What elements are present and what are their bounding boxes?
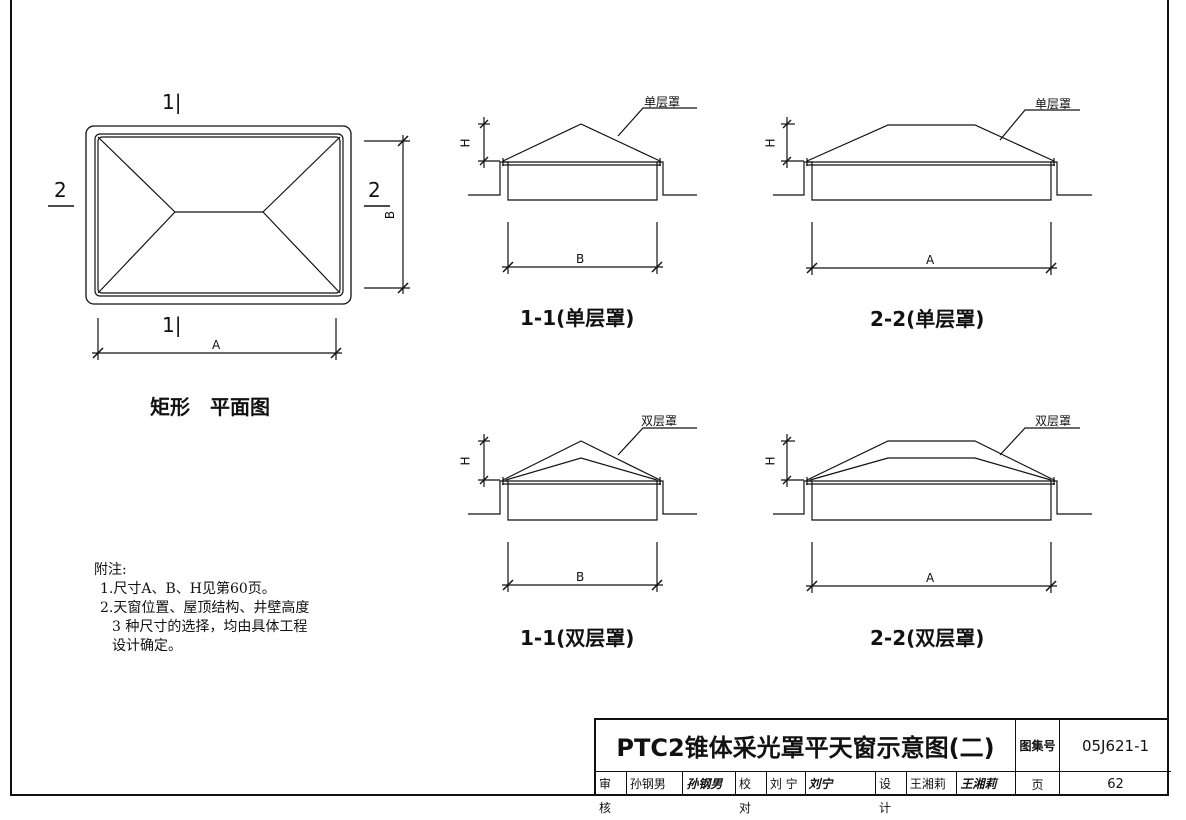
reviewer-name: 孙钢男 (627, 772, 684, 796)
plan-section-1-bottom: 1| (162, 313, 182, 337)
note-item-1: 1.尺寸A、B、H见第60页。 (100, 581, 276, 597)
atlas-number: 05J621-1 (1060, 720, 1171, 772)
section-label-3: 1-1(双层罩) (520, 626, 635, 650)
callout-single-2: 单层罩 (1035, 97, 1072, 111)
section-1-1-single (468, 107, 697, 274)
atlas-label: 图集号 (1016, 720, 1060, 772)
dim-base-4: A (926, 571, 935, 585)
dim-base-1: B (576, 252, 585, 266)
callout-double-2: 双层罩 (1035, 414, 1072, 428)
plan-dim-a: A (212, 338, 221, 352)
plan-title: 矩形 平面图 (150, 395, 270, 419)
dim-h-4: H (763, 456, 778, 466)
designer-signature: 王湘莉 (960, 777, 997, 791)
page-number: 62 (1107, 776, 1124, 792)
section-2-2-double (773, 427, 1092, 593)
section-label-4: 2-2(双层罩) (870, 626, 985, 650)
plan-section-2-right: 2 (368, 178, 381, 202)
signature-row: 审核 孙钢男 孙钢男 校对 刘 宁 刘宁 设计 王湘莉 王湘莉 (596, 772, 1016, 815)
title-block: PTC2锥体采光罩平天窗示意图(二) 图集号 05J621-1 审核 孙钢男 孙… (594, 718, 1171, 815)
drawing-title: PTC2锥体采光罩平天窗示意图(二) (596, 720, 1016, 772)
designer-name: 王湘莉 (907, 772, 958, 796)
callout-double-1: 双层罩 (641, 414, 678, 428)
notes: 附注: 1.尺寸A、B、H见第60页。 2.天窗位置、屋顶结构、井壁高度 3 种… (94, 561, 309, 656)
dim-base-3: B (576, 570, 585, 584)
check-label: 校对 (736, 772, 767, 815)
plan-section-2-left: 2 (54, 178, 67, 202)
note-item-2: 2.天窗位置、屋顶结构、井壁高度 (100, 600, 310, 616)
dim-h-3: H (458, 456, 473, 466)
page-label: 页 (1016, 772, 1060, 796)
design-label: 设计 (876, 772, 907, 815)
section-1-1-double (468, 427, 697, 592)
reviewer-signature: 孙钢男 (683, 772, 736, 796)
note-item-4: 设计确定。 (112, 638, 182, 654)
section-2-2-single (773, 109, 1092, 275)
plan-section-1-top: 1| (162, 90, 182, 114)
review-label: 审核 (596, 772, 627, 815)
drawing-frame (10, 0, 1169, 796)
dim-h-2: H (763, 138, 778, 148)
plan-dim-b: B (383, 210, 398, 220)
note-item-3: 3 种尺寸的选择，均由具体工程 (112, 619, 308, 635)
section-label-1: 1-1(单层罩) (520, 306, 635, 330)
dim-h-1: H (458, 138, 473, 148)
notes-heading: 附注: (94, 562, 127, 578)
dim-base-2: A (926, 253, 935, 267)
checker-name: 刘 宁 (767, 772, 806, 796)
section-label-2: 2-2(单层罩) (870, 307, 985, 331)
checker-signature: 刘宁 (806, 772, 876, 796)
callout-single-1: 单层罩 (644, 95, 681, 109)
plan-view (48, 125, 410, 360)
